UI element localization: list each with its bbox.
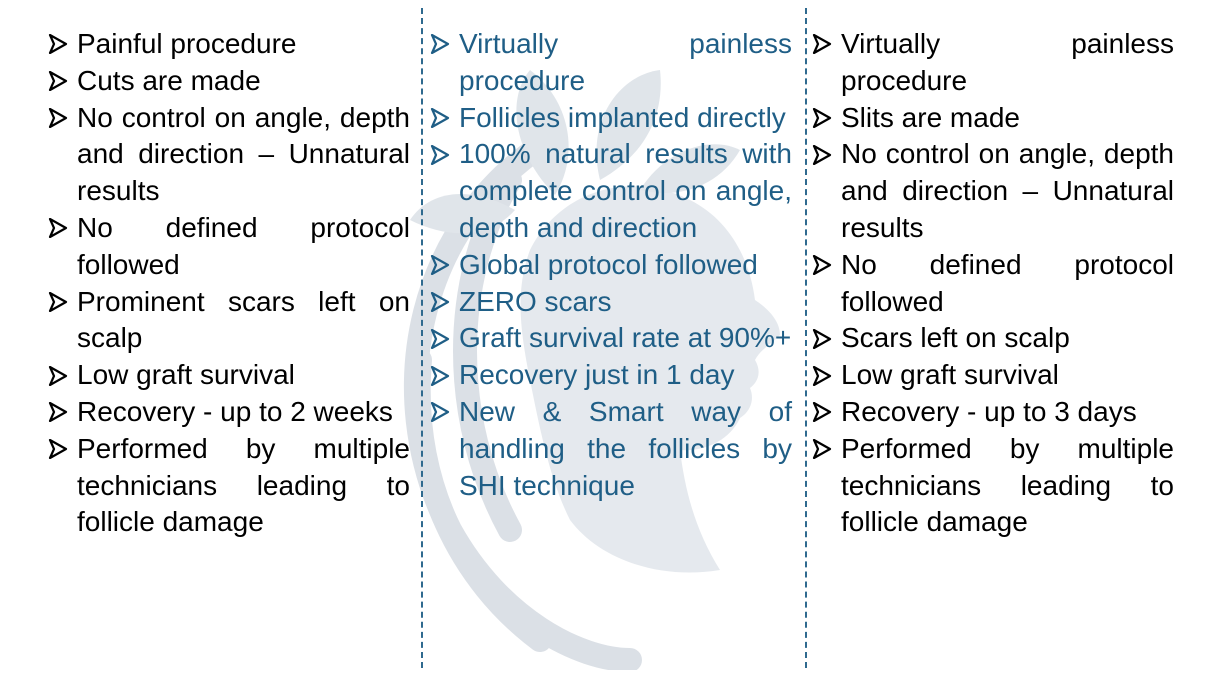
arrow-bullet-icon (430, 136, 459, 173)
arrow-bullet-icon (812, 394, 841, 431)
list-item: Prominent scars left on scalp (48, 284, 410, 358)
list-item: 100% natural results with complete contr… (430, 136, 792, 246)
column-divider-left (421, 8, 423, 668)
list-item: Global protocol followed (430, 247, 792, 284)
list-item-text: Painful procedure (77, 28, 297, 59)
list-item: Scars left on scalp (812, 320, 1174, 357)
arrow-bullet-icon (430, 394, 459, 431)
list-item: No defined protocol followed (812, 247, 1174, 321)
arrow-bullet-icon (48, 26, 77, 63)
list-item-text: 100% natural results with complete contr… (459, 138, 792, 243)
woman-profile-leaf-logo-watermark (403, 70, 780, 670)
list-item-text: No control on angle, depth and direction… (77, 101, 410, 207)
list-item-text: Follicles implanted directly (459, 101, 786, 133)
arrow-bullet-icon (48, 284, 77, 321)
arrow-bullet-icon (812, 136, 841, 173)
column-right: Virtually painless procedure Slits are m… (812, 26, 1174, 541)
list-item-text: Low graft survival (77, 359, 295, 391)
list-item: New & Smart way of handling the follicle… (430, 394, 792, 504)
list-item-text: Prominent scars left on scalp (77, 285, 410, 354)
list-item: Recovery - up to 3 days (812, 394, 1174, 431)
list-item: ZERO scars (430, 284, 792, 321)
list-item-text: Performed by multiple technicians leadin… (77, 432, 410, 538)
list-item-text: Scars left on scalp (841, 322, 1070, 354)
list-item: No control on angle, depth and direction… (812, 136, 1174, 246)
column-left: Painful procedure Cuts are made No contr… (48, 26, 410, 541)
arrow-bullet-icon (430, 26, 459, 63)
arrow-bullet-icon (812, 431, 841, 468)
list-item: No control on angle, depth and direction… (48, 100, 410, 210)
list-item-text: No defined protocol followed (841, 248, 1174, 317)
arrow-bullet-icon (430, 357, 459, 394)
list-item: Cuts are made (48, 63, 410, 100)
list-item: Slits are made (812, 100, 1174, 137)
column-divider-right (805, 8, 807, 668)
arrow-bullet-icon (430, 247, 459, 284)
arrow-bullet-icon (430, 284, 459, 321)
list-item: Low graft survival (48, 357, 410, 394)
list-item: Performed by multiple technicians leadin… (48, 431, 410, 541)
list-item-text: Recovery - up to 2 weeks (77, 395, 393, 427)
list-item: Follicles implanted directly (430, 100, 792, 137)
list-item: Painful procedure (48, 26, 410, 63)
list-item-text: No control on angle, depth and direction… (841, 138, 1174, 243)
arrow-bullet-icon (812, 320, 841, 357)
arrow-bullet-icon (48, 357, 77, 394)
arrow-bullet-icon (812, 26, 841, 63)
list-item: Graft survival rate at 90%+ (430, 320, 792, 357)
list-item-text: Performed by multiple technicians leadin… (841, 432, 1174, 538)
arrow-bullet-icon (430, 100, 459, 137)
list-item: Recovery just in 1 day (430, 357, 792, 394)
list-item-text: Virtually painless procedure (459, 28, 792, 96)
list-item: Recovery - up to 2 weeks (48, 394, 410, 431)
list-item-text: Virtually painless procedure (841, 28, 1174, 96)
list-item: No defined protocol followed (48, 210, 410, 284)
arrow-bullet-icon (48, 431, 77, 468)
arrow-bullet-icon (812, 247, 841, 284)
arrow-bullet-icon (48, 210, 77, 247)
list-item-text: Low graft survival (841, 359, 1059, 391)
list-item-text: Recovery just in 1 day (459, 359, 735, 391)
arrow-bullet-icon (48, 100, 77, 137)
list-item-text: Graft survival rate at 90%+ (459, 322, 792, 354)
list-item-text: New & Smart way of handling the follicle… (459, 395, 792, 501)
list-item: Virtually painless procedure (812, 26, 1174, 100)
arrow-bullet-icon (430, 320, 459, 357)
list-item-text: Recovery - up to 3 days (841, 395, 1137, 427)
arrow-bullet-icon (48, 394, 77, 431)
list-item-text: Slits are made (841, 101, 1020, 133)
arrow-bullet-icon (48, 63, 77, 100)
arrow-bullet-icon (812, 357, 841, 394)
list-item: Virtually painless procedure (430, 26, 792, 100)
list-item-text: Cuts are made (77, 64, 261, 96)
arrow-bullet-icon (812, 100, 841, 137)
list-item-text: Global protocol followed (459, 248, 758, 280)
list-item: Low graft survival (812, 357, 1174, 394)
list-item: Performed by multiple technicians leadin… (812, 431, 1174, 541)
list-item-text: ZERO scars (459, 285, 612, 317)
list-item-text: No defined protocol followed (77, 211, 410, 280)
column-middle: Virtually painless procedure Follicles i… (430, 26, 792, 504)
